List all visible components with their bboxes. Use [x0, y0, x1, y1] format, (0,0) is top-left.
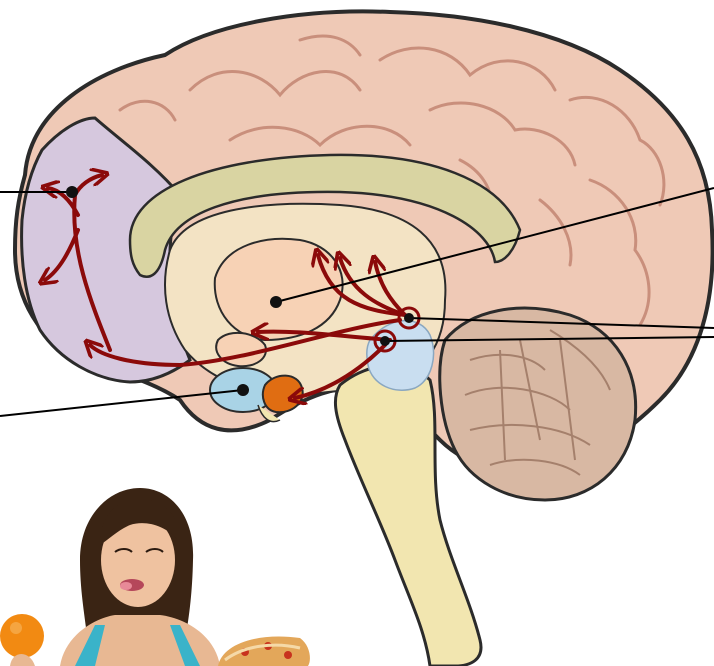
hippocampus	[263, 376, 303, 413]
tongue	[120, 582, 132, 590]
prefrontal-dot	[66, 186, 78, 198]
cerebellum	[440, 308, 636, 500]
vta-dot	[404, 313, 414, 323]
orange-icon	[0, 614, 44, 666]
sn-dot	[380, 336, 390, 346]
pastry-icon	[218, 637, 310, 666]
woman-photo	[60, 488, 220, 666]
amygdala-dot	[237, 384, 249, 396]
nucleus-accumbens-dot	[270, 296, 282, 308]
